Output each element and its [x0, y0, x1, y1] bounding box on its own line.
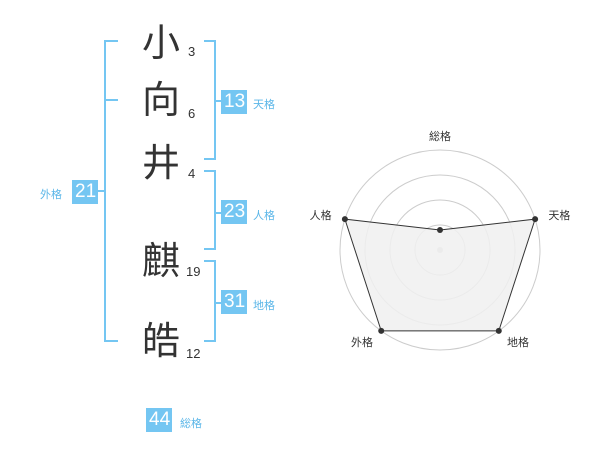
stroke-count-4: 19: [186, 264, 201, 279]
jinkaku-label: 人格: [253, 209, 275, 222]
name-char-4: 麒: [141, 239, 180, 283]
soukaku-label: 総格: [180, 417, 202, 430]
jinkaku-value-badge: 23: [221, 200, 247, 224]
tenkaku-value-badge: 13: [221, 90, 247, 114]
jinkaku-bracket-stub: [214, 212, 221, 214]
gaikaku-bracket-stub: [97, 190, 105, 192]
chikaku-bracket: [204, 260, 216, 342]
radar-point-4: [378, 327, 385, 334]
radar-axis-label-5: 人格: [310, 208, 332, 222]
chikaku-label: 地格: [253, 299, 275, 312]
radar-axis-label-3: 地格: [507, 335, 529, 349]
name-char-2: 向: [141, 78, 180, 122]
stroke-count-1: 3: [188, 44, 196, 59]
gaikaku-bracket-tick: [104, 99, 118, 101]
gaikaku-value-badge: 21: [72, 180, 98, 204]
name-char-1: 小: [141, 21, 180, 65]
tenkaku-label: 天格: [253, 98, 275, 111]
radar-point-1: [437, 227, 443, 233]
radar-axis-label-4: 外格: [351, 335, 373, 349]
soukaku-value-badge: 44: [146, 408, 172, 432]
radar-series-area: [344, 218, 536, 332]
stroke-count-5: 12: [186, 346, 201, 361]
stroke-count-2: 6: [188, 106, 196, 121]
gaikaku-bracket: [104, 40, 118, 342]
jinkaku-bracket: [204, 170, 216, 250]
radar-axis-label-1: 総格: [429, 129, 451, 143]
radar-grid-ring: [339, 149, 541, 351]
radar-point-5: [341, 216, 348, 223]
chikaku-value-badge: 31: [221, 290, 247, 314]
radar-point-3: [495, 327, 502, 334]
stroke-count-3: 4: [188, 166, 196, 181]
radar-point-2: [532, 216, 539, 223]
name-char-5: 皓: [141, 319, 180, 363]
chikaku-bracket-stub: [214, 302, 221, 304]
radar-axis-label-2: 天格: [548, 208, 570, 222]
tenkaku-bracket-stub: [214, 100, 221, 102]
name-char-3: 井: [141, 141, 180, 185]
gaikaku-label: 外格: [40, 188, 62, 201]
